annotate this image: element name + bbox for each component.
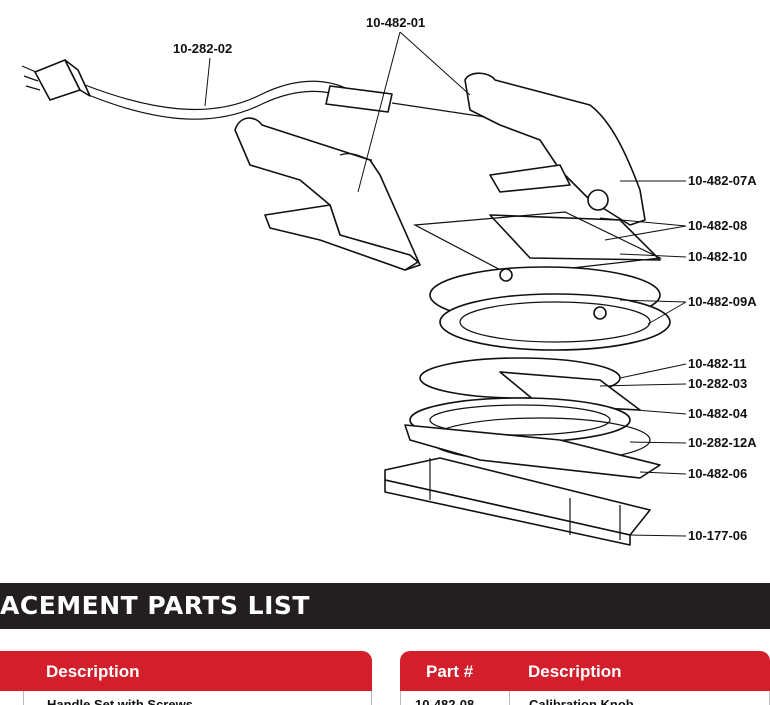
handle-left-half (234, 117, 421, 271)
table-row: 10-482-08 Calibration Knob (400, 691, 770, 705)
exploded-parts-diagram: 10-482-01 10-282-02 10-482-07A 10-482-08… (21, 15, 757, 546)
insulation-disc (429, 266, 671, 351)
power-plug (21, 59, 91, 101)
parts-table-right: Part # Description 10-482-08 Calibration… (400, 651, 770, 705)
table-row: 1 Handle Set with Screws (0, 691, 372, 705)
gasket-sheet (412, 211, 663, 276)
callout-10-482-09A: 10-482-09A (688, 294, 757, 309)
callout-10-282-02: 10-282-02 (173, 41, 232, 56)
callout-10-482-04: 10-482-04 (688, 406, 748, 421)
power-cord (84, 80, 493, 120)
part-column-header: Part # (426, 662, 474, 681)
callout-10-482-07A: 10-482-07A (688, 173, 757, 188)
description-column-header: Description (46, 662, 140, 681)
leader-lines (204, 31, 687, 537)
description-column-header: Description (528, 662, 622, 681)
table-header: Description (0, 651, 372, 691)
parts-table-left: Description 1 Handle Set with Screws (0, 651, 372, 705)
table-header: Part # Description (400, 651, 770, 691)
contact-plate (489, 214, 661, 261)
parts-list-banner: ACEMENT PARTS LIST (0, 583, 770, 629)
callout-10-282-12A: 10-282-12A (688, 435, 757, 450)
description-cell: Handle Set with Screws (47, 697, 193, 705)
handle-right-half (464, 72, 646, 226)
banner-title: ACEMENT PARTS LIST (0, 591, 310, 620)
callout-10-482-10: 10-482-10 (688, 249, 747, 264)
callout-10-282-03: 10-282-03 (688, 376, 747, 391)
part-number-cell: 1 (0, 697, 2, 705)
callout-10-482-11: 10-482-11 (688, 356, 747, 371)
base-frame (404, 424, 661, 479)
callout-10-177-06: 10-177-06 (688, 528, 747, 543)
callout-10-482-06: 10-482-06 (688, 466, 747, 481)
part-number-cell: 10-482-08 (415, 697, 475, 705)
bottom-tray (384, 457, 651, 546)
callout-10-482-08: 10-482-08 (688, 218, 747, 233)
callout-10-482-01: 10-482-01 (366, 15, 425, 30)
description-cell: Calibration Knob (529, 697, 634, 705)
